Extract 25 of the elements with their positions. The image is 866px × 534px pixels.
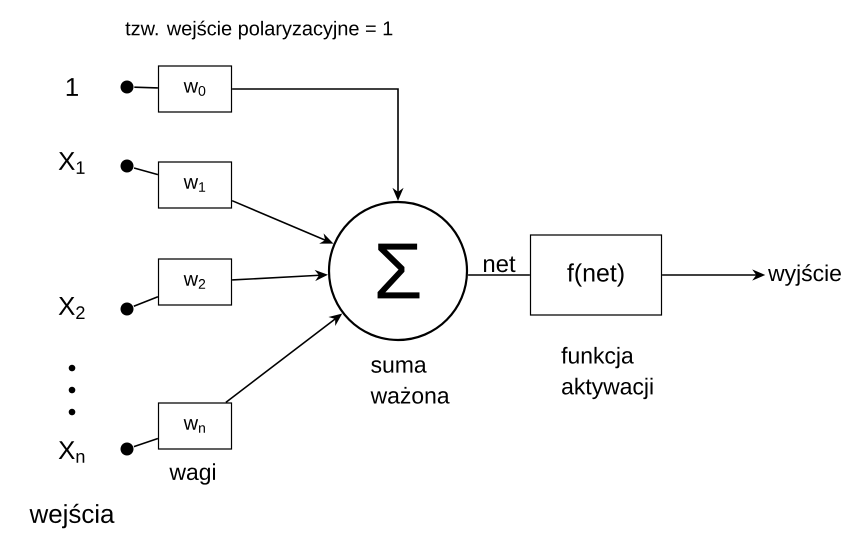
input-dot [120, 160, 134, 172]
input-label: X$_{1}$ [58, 152, 85, 174]
connector-line [468, 274, 530, 276]
connector-line [134, 86, 158, 89]
weight-box: w$_{2}$ [158, 258, 232, 306]
input-label: X$_{n}$ [58, 441, 84, 463]
input-label: 1 [66, 78, 78, 96]
input-dot [120, 442, 134, 456]
edge-label: net [481, 256, 517, 274]
input-dot [120, 302, 134, 316]
weight-box: w$_{n}$ [158, 402, 232, 450]
output-label: wyjście [768, 264, 841, 286]
weight-box: w$_{0}$ [158, 65, 232, 113]
node-caption: suma ważona [370, 360, 450, 404]
connector-line [134, 167, 158, 176]
input-dot [120, 80, 134, 94]
node-caption: funkcja aktywacji [561, 346, 653, 400]
weight-box: w$_{1}$ [158, 161, 232, 209]
inputs-caption: wejścia [30, 504, 114, 528]
connector-line [134, 296, 158, 308]
heading: tzw. wejście polaryzacyjne = 1 [125, 20, 392, 40]
activation-function-box: f(net) [530, 234, 662, 316]
weights-label: wagi [169, 463, 216, 485]
input-label: X$_{2}$ [58, 297, 85, 319]
connector-line [134, 438, 158, 448]
